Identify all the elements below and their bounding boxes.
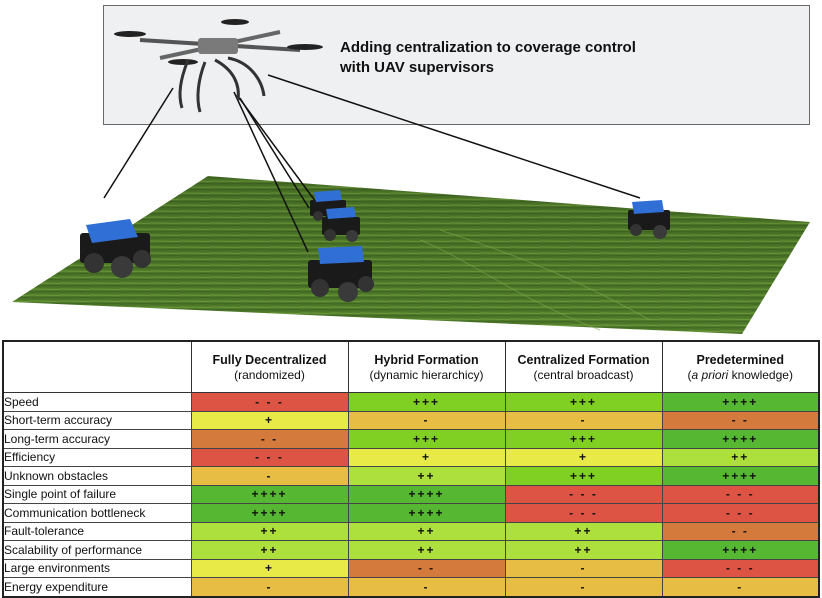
table-row: Long-term accuracy- -++++++++++ [2,429,820,449]
subtitle-close: knowledge) [728,367,793,382]
rating-cell: - [661,577,820,597]
subtitle-open: ( [687,367,692,382]
row-label: Large environments [2,558,192,578]
ground-robot-icon [322,207,360,242]
row-label: Single point of failure [2,484,192,504]
rating-cell: +++ [504,466,663,486]
column-header: Fully Decentralized (randomized) [190,340,349,393]
column-title: Predetermined [696,352,785,367]
rating-cell: + [504,447,663,467]
rating-cell: +++ [347,429,506,449]
rating-cell: ++++ [347,484,506,504]
column-title: Fully Decentralized [212,352,327,367]
column-header: Hybrid Formation (dynamic hierarchicy) [347,340,506,393]
column-title: Centralized Formation [517,352,650,367]
column-subtitle: (dynamic hierarchicy) [369,367,484,382]
row-label: Communication bottleneck [2,503,192,523]
table-header-row: Fully Decentralized (randomized) Hybrid … [2,340,820,393]
table-row: Large environments+- --- - - [2,558,820,578]
rating-cell: ++ [347,540,506,560]
rating-cell: - - - [661,503,820,523]
row-label: Speed [2,392,192,412]
rating-cell: - [347,410,506,430]
rating-cell: - - [661,521,820,541]
column-subtitle: (randomized) [234,367,305,382]
ground-robot-icon [310,190,346,223]
table-row: Single point of failure++++++++- - -- - … [2,484,820,504]
rating-cell: - - [347,558,506,578]
column-subtitle: (a priori knowledge) [663,368,819,383]
uav-ugv-illustration: Adding centralization to coverage contro… [12,5,810,334]
rating-cell: ++ [190,521,349,541]
rating-cell: - [190,466,349,486]
rating-cell: - - [661,410,820,430]
rating-cell: + [347,447,506,467]
rating-cell: +++ [504,429,663,449]
table-row: Scalability of performance++++++++++ [2,540,820,560]
ground-robot-icon [308,246,374,302]
rating-cell: - - - [661,484,820,504]
rating-cell: ++ [661,447,820,467]
communication-links [103,74,641,253]
row-label: Long-term accuracy [2,429,192,449]
ground-robot-icon [80,219,151,278]
row-label: Efficiency [2,447,192,467]
scene-graphics [12,19,810,334]
rating-cell: - - - [190,392,349,412]
comparison-table: Fully Decentralized (randomized) Hybrid … [2,340,820,598]
rating-cell: ++ [504,540,663,560]
table-row: Unknown obstacles-+++++++++ [2,466,820,486]
rating-cell: ++++ [347,503,506,523]
row-label: Scalability of performance [2,540,192,560]
rating-cell: - - [190,429,349,449]
column-subtitle: (central broadcast) [533,367,634,382]
table-row: Efficiency- - -++++ [2,447,820,467]
row-label: Short-term accuracy [2,410,192,430]
row-label: Unknown obstacles [2,466,192,486]
rating-cell: ++ [190,540,349,560]
subtitle-italic: a priori [691,367,729,382]
rating-cell: + [190,558,349,578]
table-row: Speed- - -++++++++++ [2,392,820,412]
row-label: Fault-tolerance [2,521,192,541]
rating-cell: - [190,577,349,597]
rating-cell: ++++ [661,392,820,412]
header-corner [2,340,192,393]
rating-cell: - - - [661,558,820,578]
column-header: Predetermined (a priori knowledge) [661,340,820,393]
uav-drone-icon [114,19,323,113]
rating-cell: - - - [190,447,349,467]
rating-cell: ++++ [661,466,820,486]
rating-cell: ++++ [661,429,820,449]
rating-cell: ++ [347,521,506,541]
grass-field [12,176,810,334]
rating-cell: - [504,558,663,578]
rating-cell: ++ [504,521,663,541]
figure-title: Adding centralization to coverage contro… [340,39,636,76]
table-body: Speed- - -++++++++++Short-term accuracy+… [2,392,820,597]
rating-cell: - [347,577,506,597]
column-header: Centralized Formation (central broadcast… [504,340,663,393]
column-title: Hybrid Formation [374,352,479,367]
rating-cell: ++++ [190,484,349,504]
rating-cell: - - - [504,484,663,504]
row-label: Energy expenditure [2,577,192,597]
ground-robot-icon [628,200,670,239]
table-row: Fault-tolerance++++++- - [2,521,820,541]
table-row: Energy expenditure---- [2,577,820,597]
rating-cell: - [504,410,663,430]
table-row: Communication bottleneck++++++++- - -- -… [2,503,820,523]
table-row: Short-term accuracy+--- - [2,410,820,430]
rating-cell: ++++ [190,503,349,523]
rating-cell: ++++ [661,540,820,560]
rating-cell: - [504,577,663,597]
rating-cell: +++ [504,392,663,412]
rating-cell: +++ [347,392,506,412]
rating-cell: + [190,410,349,430]
rating-cell: ++ [347,466,506,486]
rating-cell: - - - [504,503,663,523]
